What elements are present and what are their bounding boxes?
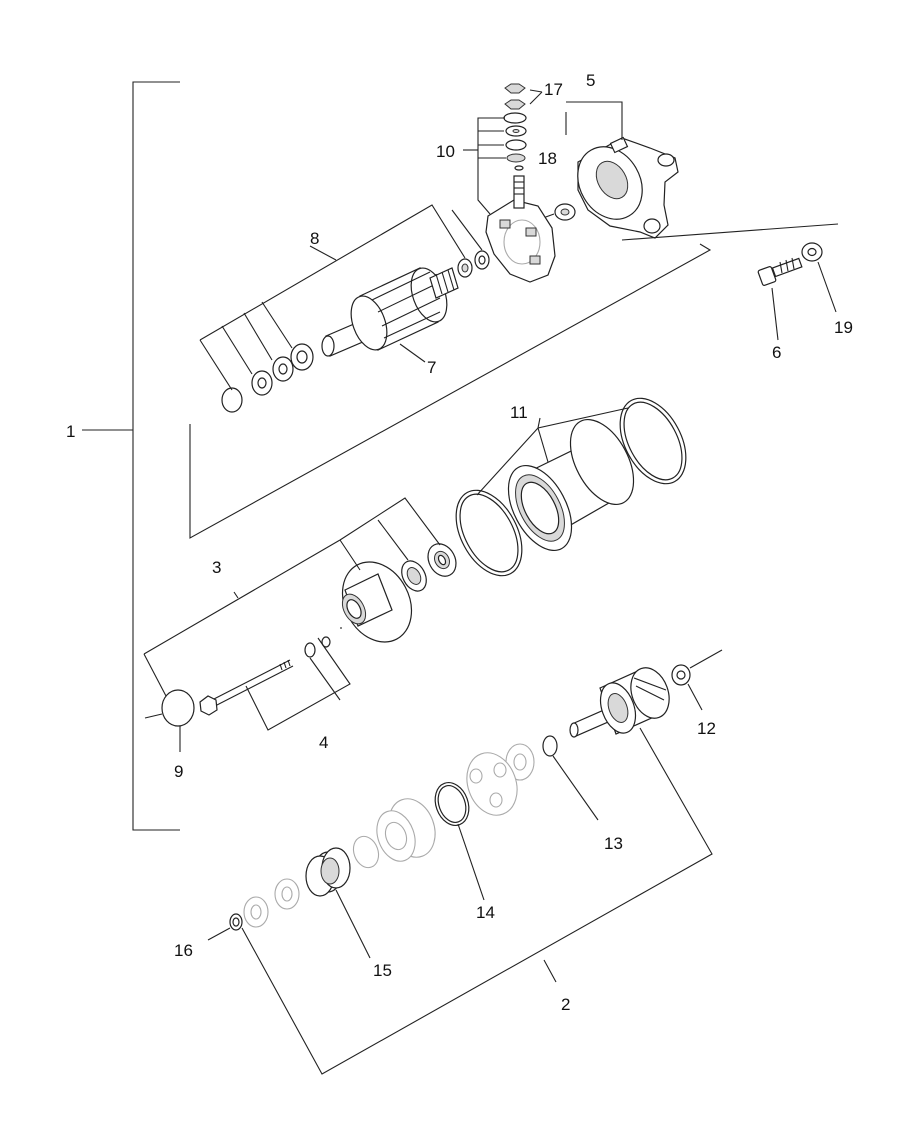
callout-7: 7: [427, 358, 436, 377]
lock-washer: [801, 242, 837, 313]
overrunning-clutch: [352, 798, 436, 869]
thrust-washers: [199, 204, 490, 413]
gear-group-bracket: [241, 727, 713, 1075]
callout-10: 10: [436, 142, 455, 161]
assembly-bracket-1: [82, 81, 180, 831]
callout-18: 18: [538, 149, 557, 168]
snap-ring: [542, 735, 599, 821]
callout-9: 9: [174, 762, 183, 781]
front-bracket: [340, 561, 413, 643]
pinion-shaft: [569, 667, 670, 738]
leader-lines-3: [143, 497, 441, 655]
spacer-washers: [243, 878, 300, 928]
callout-11: 11: [510, 403, 528, 422]
callout-14: 14: [476, 903, 495, 922]
planet-gear-set: [466, 743, 535, 816]
terminal-stud: [513, 165, 525, 209]
callout-5: 5: [586, 71, 595, 90]
callout-2: 2: [561, 995, 570, 1014]
compression-spring: [305, 847, 371, 959]
callout-15: 15: [373, 961, 392, 980]
needle-bearing: [401, 560, 427, 592]
callout-1: 1: [66, 422, 75, 441]
callout-13: 13: [604, 834, 623, 853]
callout-8: 8: [310, 229, 319, 248]
nut-washer-stack: [503, 83, 527, 163]
callout-labels: 1 2 3 4 5 6 7 8 9 10 11 12 13 14 15 16 1…: [66, 71, 853, 1014]
dust-cap: [143, 653, 195, 752]
o-rings: [455, 397, 687, 577]
ball-bearing: [427, 543, 457, 577]
end-cover: [565, 101, 679, 239]
bushing: [542, 203, 576, 221]
yoke: [507, 418, 635, 552]
callout-17: 17: [544, 80, 563, 99]
callout-6: 6: [772, 343, 781, 362]
brush-holder-plate: [485, 199, 556, 283]
callout-19: 19: [834, 318, 853, 337]
armature: [321, 267, 459, 363]
bolt: [757, 257, 803, 341]
callout-4: 4: [319, 733, 328, 752]
through-bolt: [199, 636, 351, 731]
shim-washer: [671, 649, 723, 711]
end-frame-group-bracket: [189, 223, 839, 539]
callout-12: 12: [697, 719, 716, 738]
callout-16: 16: [174, 941, 193, 960]
leader-lines-17-10: [463, 89, 543, 215]
callout-3: 3: [212, 558, 221, 577]
retainer-ring: [434, 782, 485, 901]
stop-ring: [207, 913, 243, 941]
